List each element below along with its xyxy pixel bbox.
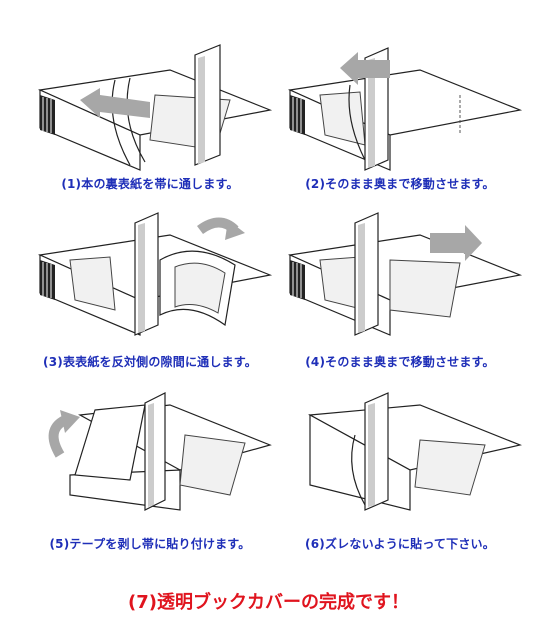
step-1-caption: (1)本の裏表紙を帯に通します。 bbox=[61, 177, 239, 191]
step-5-illustration bbox=[48, 392, 272, 511]
arrow-right-icon bbox=[225, 220, 245, 240]
arrow-left-icon bbox=[80, 88, 150, 118]
step-3-caption: (3)表表紙を反対側の隙間に通します。 bbox=[43, 355, 257, 369]
curved-arrow-icon bbox=[60, 410, 80, 433]
step-4-panel: (4)そのまま奥まで移動させます。 bbox=[270, 205, 530, 405]
step-3-panel: (3)表表紙を反対側の隙間に通します。 bbox=[20, 205, 280, 405]
step-2-panel: (2)そのまま奥まで移動させます。 bbox=[270, 40, 530, 240]
step-4-caption: (4)そのまま奥まで移動させます。 bbox=[305, 355, 495, 369]
step-1-illustration bbox=[37, 44, 273, 171]
step-5-panel: (5)テープを剥し帯に貼り付けます。 bbox=[20, 385, 280, 585]
step-1-panel: (1)本の裏表紙を帯に通します。 bbox=[20, 40, 280, 240]
arrow-left-icon bbox=[340, 52, 390, 85]
completion-message: (7)透明ブックカバーの完成です！ bbox=[128, 592, 409, 613]
step-6-illustration bbox=[307, 392, 523, 511]
step-6-caption: (6)ズレないように貼って下さい。 bbox=[305, 537, 495, 551]
step-4-illustration bbox=[287, 212, 523, 336]
step-2-caption: (2)そのまま奥まで移動させます。 bbox=[305, 177, 495, 191]
step-6-panel: (6)ズレないように貼って下さい。 bbox=[270, 385, 530, 585]
step-2-illustration bbox=[287, 47, 523, 171]
step-3-illustration bbox=[37, 212, 273, 336]
arrow-right-icon bbox=[430, 225, 482, 261]
step-5-caption: (5)テープを剥し帯に貼り付けます。 bbox=[49, 537, 251, 551]
